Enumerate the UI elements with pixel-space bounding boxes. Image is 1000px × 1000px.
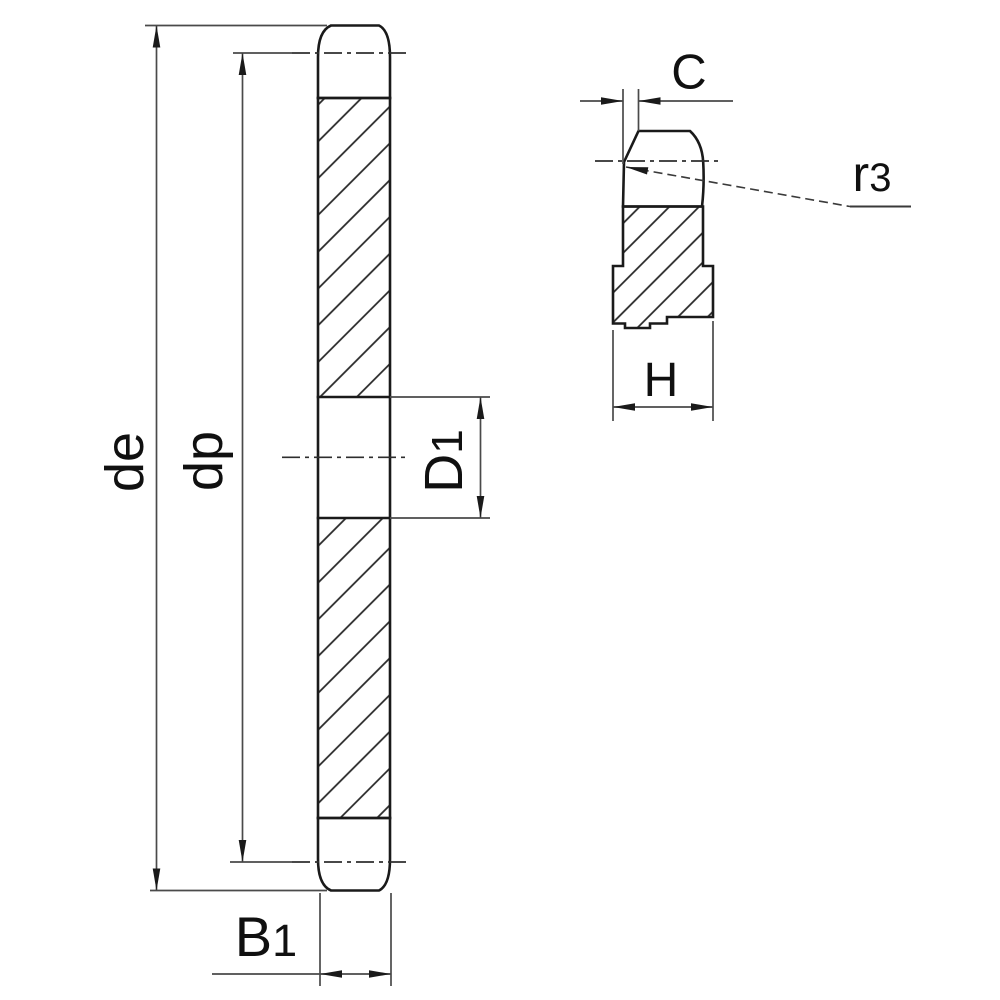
side-hub-body <box>611 205 715 330</box>
front-bottom-tooth <box>316 816 392 892</box>
r3-leader-line <box>625 166 851 208</box>
d1-arrow-up-icon <box>476 397 485 419</box>
dimension-d1: D1 <box>390 396 490 519</box>
dp-label: dp <box>174 431 234 491</box>
de-arrow-down-icon <box>152 868 161 891</box>
dimension-b1: B1 <box>212 893 392 986</box>
de-arrow-up-icon <box>152 25 161 48</box>
leader-r3: r3 <box>625 146 911 208</box>
h-arrow-left-icon <box>613 403 635 411</box>
d1-label-main: D <box>414 454 474 493</box>
dimension-h: H <box>612 321 714 421</box>
r3-label: r3 <box>853 146 892 202</box>
r3-label-main: r <box>853 146 870 202</box>
b1-arrow-right-icon <box>369 970 391 978</box>
dimension-c: C <box>580 46 733 164</box>
front-top-tooth <box>316 24 392 100</box>
d1-label-sub: 1 <box>423 429 472 453</box>
d1-arrow-down-icon <box>476 496 485 518</box>
c-arrow-right-icon <box>601 97 623 105</box>
dimension-de: de <box>95 24 327 892</box>
de-label: de <box>95 432 155 492</box>
b1-label-main: B <box>235 905 272 968</box>
c-arrow-left-icon <box>638 97 661 105</box>
front-view <box>316 24 392 892</box>
d1-label: D1 <box>414 429 474 492</box>
front-hatch-upper <box>318 98 390 397</box>
b1-label: B1 <box>235 905 297 968</box>
side-tooth-profile <box>621 129 705 208</box>
c-label: C <box>671 46 706 100</box>
front-hatch-lower <box>318 518 390 818</box>
dp-arrow-down-icon <box>238 840 247 862</box>
b1-arrow-left-icon <box>320 970 342 978</box>
dimension-dp: dp <box>174 52 292 863</box>
b1-label-sub: 1 <box>272 915 297 966</box>
r3-arrow-icon <box>626 167 649 175</box>
dp-arrow-up-icon <box>238 53 247 75</box>
h-label: H <box>644 354 679 407</box>
side-view <box>595 129 723 330</box>
front-centerlines <box>282 52 410 863</box>
r3-label-sub: 3 <box>869 156 891 200</box>
h-arrow-right-icon <box>691 403 713 411</box>
